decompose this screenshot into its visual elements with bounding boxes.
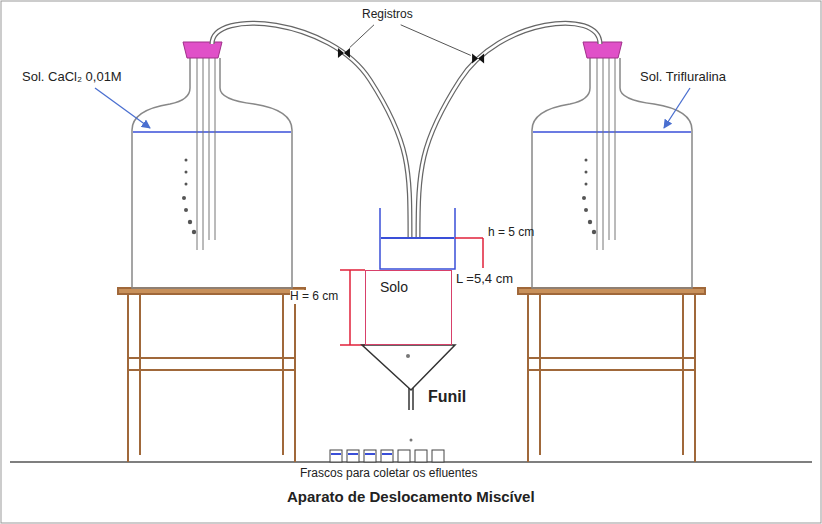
label: H = 6 cm bbox=[290, 290, 338, 304]
pointer-arrow bbox=[95, 88, 150, 128]
drawing-part bbox=[209, 50, 210, 240]
node-text: Solo bbox=[366, 271, 451, 295]
leader-line bbox=[350, 25, 374, 48]
drawing-part bbox=[128, 357, 295, 359]
bubbles bbox=[182, 159, 596, 235]
right-bottle bbox=[532, 58, 692, 288]
bottle-tubes bbox=[197, 50, 615, 250]
drawing-part bbox=[597, 50, 598, 250]
drawing-part bbox=[128, 369, 295, 371]
ground-line bbox=[10, 461, 812, 463]
left-liquid-level bbox=[133, 131, 291, 133]
drawing-part bbox=[118, 288, 305, 294]
drawing-part bbox=[603, 50, 604, 250]
drawing-part bbox=[592, 230, 596, 234]
drawing-part bbox=[527, 294, 529, 462]
drawing-part bbox=[539, 294, 541, 455]
drawing-part bbox=[682, 294, 684, 455]
left-tube-bore bbox=[212, 23, 410, 238]
valve-group bbox=[338, 48, 484, 64]
label: Sol. CaCl₂ 0,01M bbox=[22, 70, 122, 85]
drawing-part bbox=[528, 369, 695, 371]
effluent-level bbox=[348, 453, 358, 455]
drop bbox=[406, 354, 410, 358]
collection-flask bbox=[432, 450, 444, 462]
drawing-part bbox=[184, 208, 188, 212]
drawing-part bbox=[215, 50, 216, 240]
left-stand bbox=[118, 288, 305, 462]
drawing-part bbox=[139, 294, 141, 455]
drawing-part bbox=[584, 208, 588, 212]
drawing-part bbox=[203, 50, 204, 250]
effluent-level bbox=[331, 453, 341, 455]
right-liquid-level bbox=[533, 131, 691, 133]
right-stopper bbox=[583, 42, 622, 58]
drawing-part bbox=[482, 238, 484, 268]
drawing-part bbox=[185, 171, 188, 174]
label: h = 5 cm bbox=[488, 226, 534, 240]
drawing-part bbox=[582, 196, 586, 200]
label: L =5,4 cm bbox=[456, 272, 513, 287]
label: Registros bbox=[362, 8, 413, 22]
funnel-spout bbox=[408, 388, 410, 410]
drawing-part bbox=[197, 50, 198, 250]
left-bottle bbox=[132, 58, 292, 288]
drawing-part bbox=[518, 288, 705, 294]
funnel bbox=[362, 345, 455, 390]
drawing-part bbox=[349, 270, 351, 345]
collection-flask bbox=[364, 450, 376, 462]
drop bbox=[410, 439, 413, 442]
drawing-part bbox=[182, 196, 186, 200]
water-cup bbox=[380, 208, 455, 269]
caption: Aparato de Deslocamento Miscível bbox=[287, 488, 535, 505]
drawing-part bbox=[588, 220, 592, 224]
drawing-part bbox=[585, 183, 588, 186]
H-dimension bbox=[340, 270, 365, 345]
label: Frascos para coletar os efluentes bbox=[300, 467, 477, 481]
collection-flask bbox=[415, 450, 427, 462]
drawing-part bbox=[282, 294, 284, 455]
valve-symbol bbox=[472, 54, 484, 64]
right-stand bbox=[518, 288, 705, 462]
water-level bbox=[381, 237, 454, 239]
soil-column: Solo bbox=[365, 270, 452, 345]
drawing-part bbox=[694, 294, 696, 462]
drawing-part bbox=[585, 171, 588, 174]
collection-flask bbox=[347, 450, 359, 462]
drawing-part bbox=[340, 269, 365, 271]
drawing-part bbox=[185, 183, 188, 186]
drawing-part bbox=[185, 159, 188, 162]
drawing-part bbox=[192, 230, 196, 234]
drawing-part bbox=[127, 294, 129, 462]
flask-row bbox=[330, 450, 444, 462]
label: Funil bbox=[428, 388, 466, 406]
drawing-part bbox=[294, 294, 296, 462]
collection-flask bbox=[398, 450, 410, 462]
drawing-part bbox=[528, 357, 695, 359]
funnel-spout bbox=[412, 388, 414, 410]
drawing-part bbox=[585, 159, 588, 162]
left-stopper bbox=[183, 42, 222, 58]
drawing-part bbox=[188, 220, 192, 224]
pointer-arrow bbox=[664, 88, 690, 128]
valve-symbol bbox=[338, 48, 350, 58]
drawing-part bbox=[609, 50, 610, 240]
leader-line bbox=[401, 25, 471, 56]
drawing-part bbox=[615, 50, 616, 240]
effluent-level bbox=[365, 453, 375, 455]
effluent-level bbox=[382, 453, 392, 455]
h-dimension bbox=[455, 238, 483, 268]
label: Sol. Trifluralina bbox=[640, 70, 726, 85]
drawing-part bbox=[455, 237, 483, 239]
collection-flask bbox=[330, 450, 342, 462]
left-tube bbox=[212, 23, 410, 238]
right-tube bbox=[418, 23, 600, 238]
collection-flask bbox=[381, 450, 393, 462]
right-tube-bore bbox=[418, 23, 600, 238]
